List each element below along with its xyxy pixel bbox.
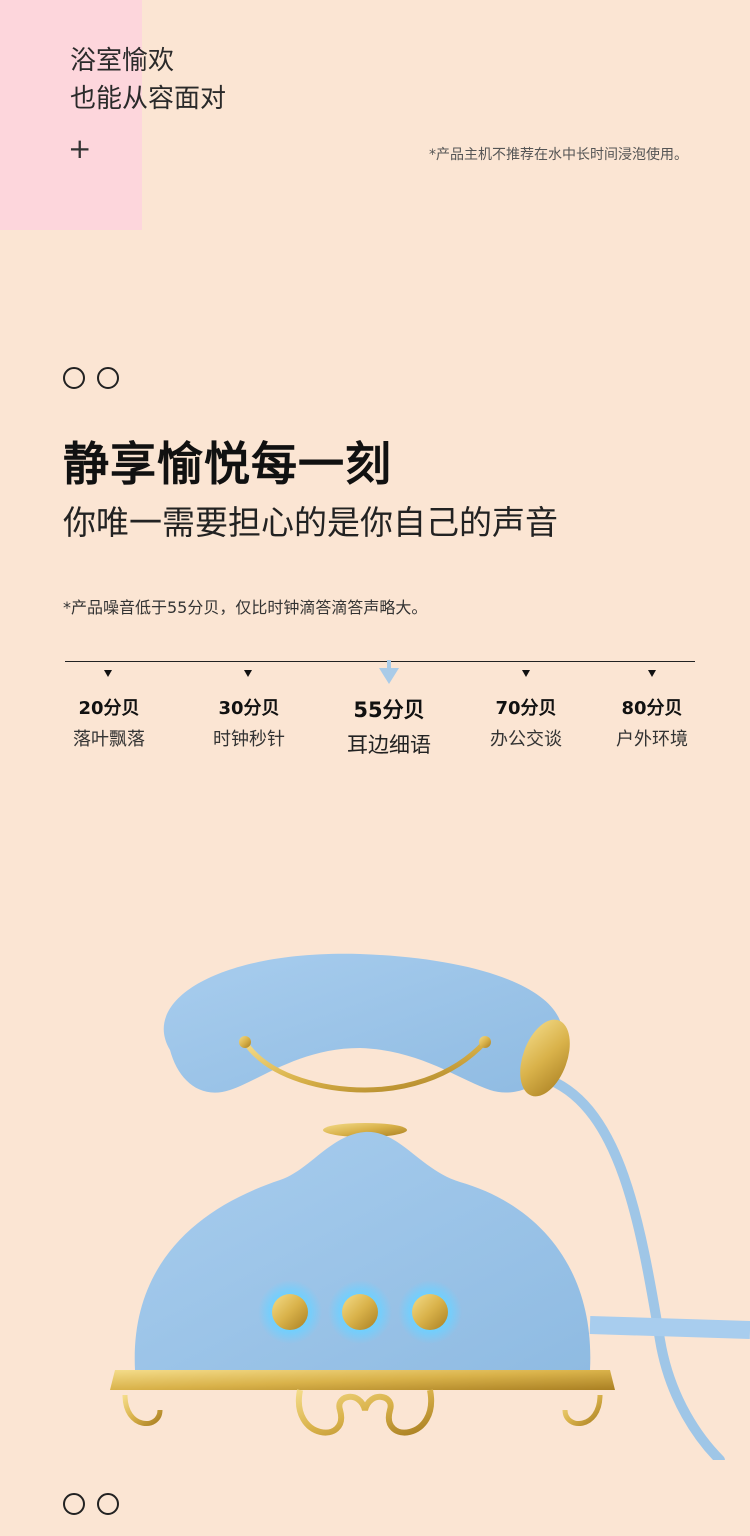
decibel-value: 55分贝 (353, 698, 425, 722)
circle-outline-icon (63, 367, 85, 389)
decorative-circles-bottom (63, 1493, 119, 1515)
decibel-description: 落叶飘落 (73, 729, 145, 750)
circle-outline-icon (63, 1493, 85, 1515)
decibel-description: 耳边细语 (347, 733, 431, 757)
decibel-value: 80分贝 (621, 698, 683, 719)
tick-arrow-icon (244, 670, 252, 677)
decibel-level-30: 30分贝 时钟秒针 (194, 694, 304, 751)
decibel-value: 20分贝 (78, 698, 140, 719)
decorative-circles-top (63, 367, 119, 389)
top-title-line-1: 浴室愉欢 (70, 46, 175, 76)
tick-arrow-icon (522, 670, 530, 677)
tick-arrow-icon (648, 670, 656, 677)
decibel-value: 70分贝 (495, 698, 557, 719)
decibel-description: 户外环境 (616, 729, 688, 750)
circle-outline-icon (97, 1493, 119, 1515)
top-title: 浴室愉欢 也能从容面对 (70, 42, 226, 118)
section-heading: 静享愉悦每一刻 (63, 437, 392, 491)
circle-outline-icon (97, 367, 119, 389)
decibel-level-70: 70分贝 办公交谈 (471, 694, 581, 751)
decibel-value: 30分贝 (218, 698, 280, 719)
top-title-line-2: 也能从容面对 (70, 84, 227, 114)
plus-icon: + (68, 132, 92, 165)
decibel-level-55: 55分贝 耳边细语 (334, 694, 444, 759)
section-subheading: 你唯一需要担心的是你自己的声音 (63, 503, 558, 542)
noise-note: *产品噪音低于55分贝，仅比时钟滴答滴答声略大。 (63, 598, 428, 617)
water-usage-note: *产品主机不推荐在水中长时间浸泡使用。 (429, 147, 688, 163)
tick-arrow-icon (104, 670, 112, 677)
decibel-level-20: 20分贝 落叶飘落 (54, 694, 164, 751)
decibel-level-80: 80分贝 户外环境 (597, 694, 707, 751)
decibel-scale-line (65, 661, 695, 662)
decibel-description: 办公交谈 (490, 729, 562, 750)
decibel-description: 时钟秒针 (213, 729, 285, 750)
pink-accent-block (0, 0, 142, 230)
product-image (110, 953, 750, 1460)
